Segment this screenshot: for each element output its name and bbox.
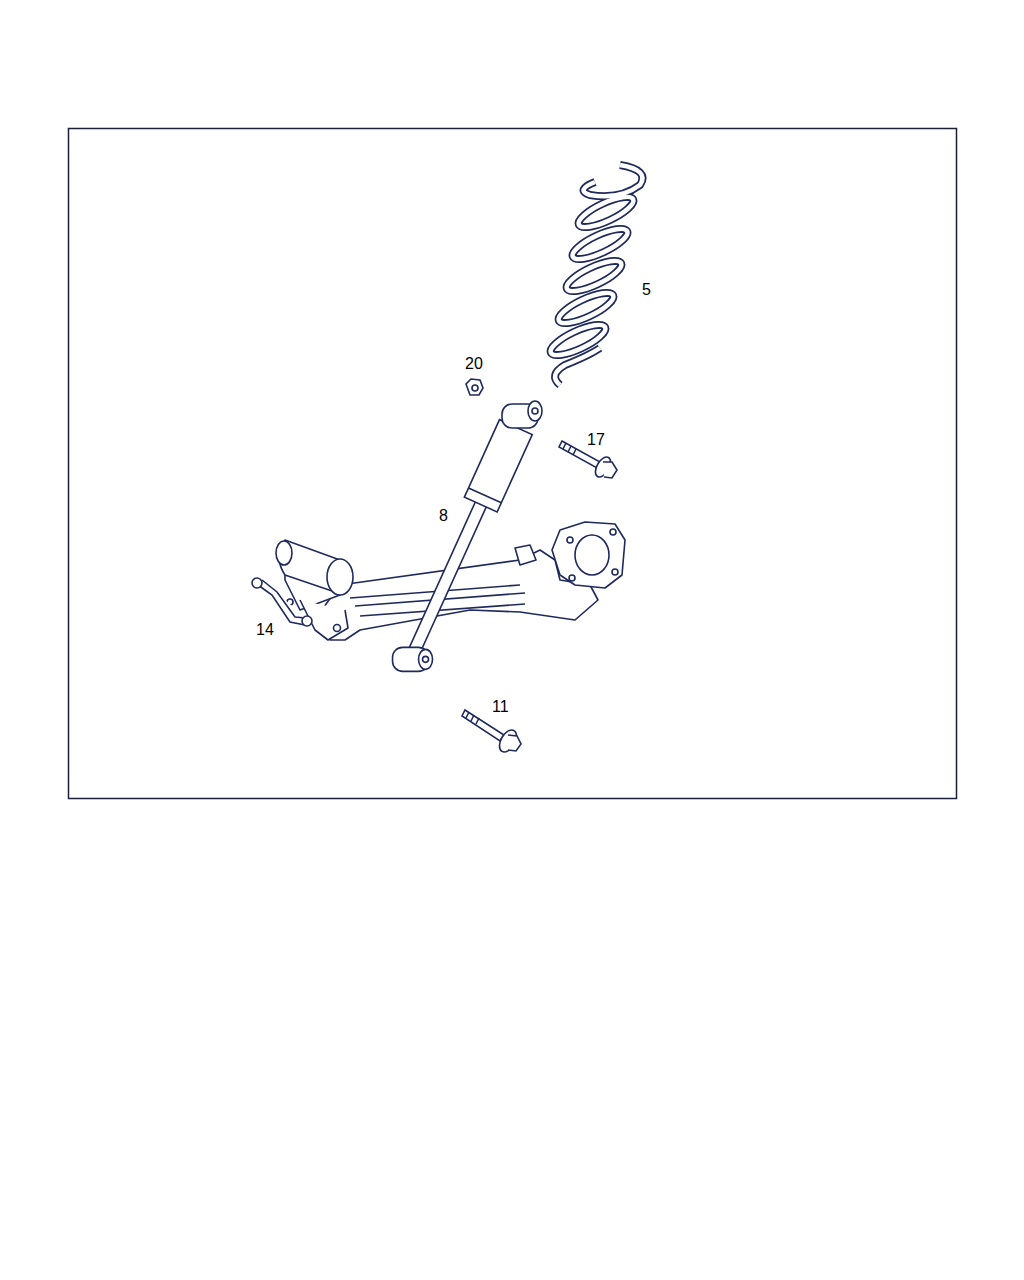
bracket: [252, 578, 312, 626]
frame-border: [69, 129, 957, 799]
nut: [466, 379, 483, 395]
coil-spring: [547, 165, 642, 385]
callout-number: 5: [641, 281, 652, 299]
callout-number: 20: [464, 355, 484, 373]
bolt: [462, 710, 521, 755]
callout-number: 11: [491, 698, 510, 716]
callout-number: 17: [586, 431, 606, 449]
shock-absorber: [383, 386, 553, 686]
callout-number: 14: [255, 621, 275, 639]
callout-number: 8: [438, 507, 449, 525]
